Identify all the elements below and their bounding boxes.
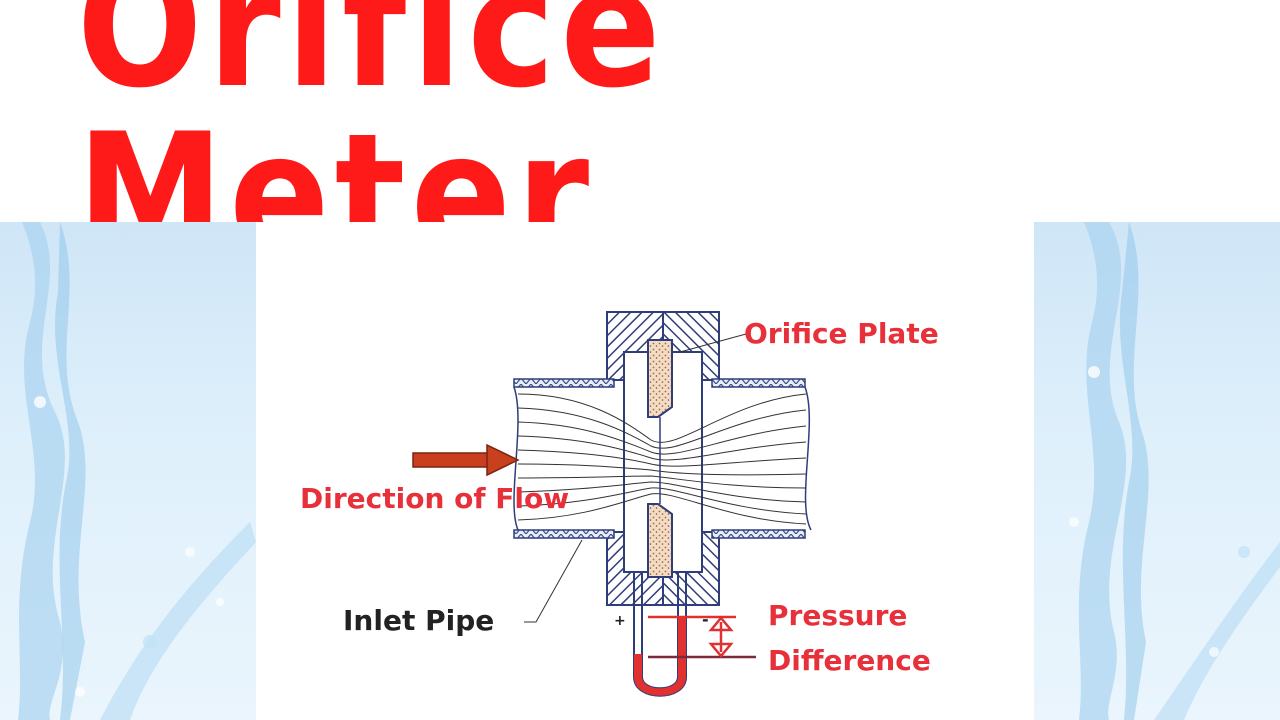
label-orifice-plate: Orifice Plate (744, 317, 939, 350)
label-difference: Difference (768, 644, 931, 677)
left-water-splash-image (18, 222, 256, 720)
orifice-plate (647, 339, 673, 578)
left-water-panel (0, 222, 256, 720)
title-bar: Orifice Meter (0, 0, 1280, 293)
diagram-canvas: Orifice Plate Direction of Flow Inlet Pi… (300, 311, 939, 697)
right-water-panel (1034, 222, 1280, 720)
inlet-pipe-top-wall (513, 378, 615, 388)
right-water-splash-image (1069, 222, 1280, 720)
page-title: Orifice Meter (76, 0, 666, 293)
double-headed-arrow-icon (708, 616, 734, 658)
label-plus-sign: + (614, 613, 626, 629)
inlet-pipe-bottom-wall (513, 529, 615, 539)
label-direction-of-flow: Direction of Flow (300, 482, 569, 515)
label-inlet-pipe: Inlet Pipe (343, 604, 494, 637)
orifice-meter-diagram: Orifice Plate Direction of Flow Inlet Pi… (256, 222, 1034, 720)
label-pressure: Pressure (768, 599, 907, 632)
right-arrow-icon (412, 443, 520, 477)
outlet-pipe-end (804, 386, 812, 531)
outlet-pipe-bottom-wall (711, 529, 806, 539)
manometer-fluid (634, 617, 686, 696)
inlet-pipe-leader (524, 539, 583, 623)
flow-streamlines (517, 393, 807, 525)
orifice-plate-leader (679, 333, 747, 353)
outlet-pipe-top-wall (711, 378, 806, 388)
label-minus-sign: - (702, 610, 709, 629)
